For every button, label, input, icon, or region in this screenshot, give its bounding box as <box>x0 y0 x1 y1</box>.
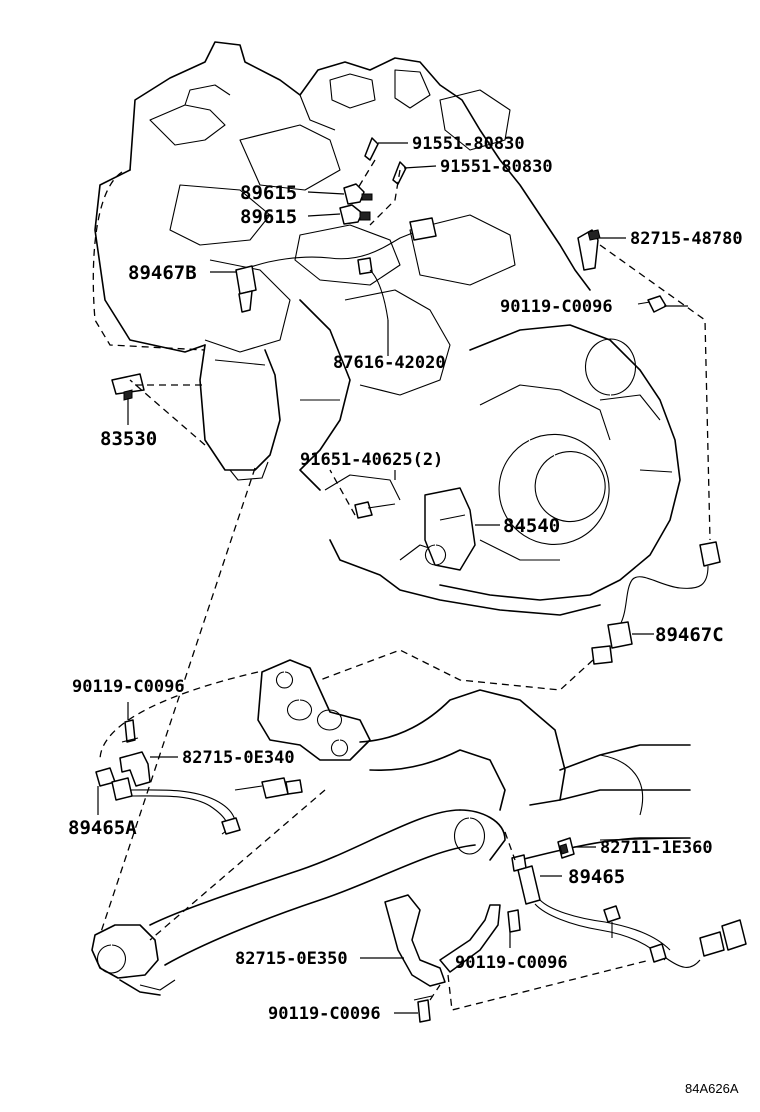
part-82715-0e350-bracket <box>384 894 501 987</box>
part-89465a-sensor <box>95 767 303 835</box>
label-89615-b: 89615 <box>240 206 297 228</box>
label-87616-42020: 87616-42020 <box>333 353 446 373</box>
label-91551-80830-a: 91551-80830 <box>412 134 525 154</box>
label-89467c: 89467C <box>655 624 724 646</box>
part-84540-switch <box>354 487 476 571</box>
part-90119-bolt-top <box>637 295 667 313</box>
label-91551-80830-b: 91551-80830 <box>440 157 553 177</box>
part-90119-bolt-left <box>121 719 139 743</box>
label-82711-1e360: 82711-1E360 <box>600 838 713 858</box>
part-87616-clamp <box>369 269 389 321</box>
part-89615-sensor-a <box>343 183 373 205</box>
part-90119-bolt-mid <box>507 909 521 933</box>
part-90119-bolt-bottom <box>413 995 433 1023</box>
label-89465: 89465 <box>568 866 625 888</box>
part-91551-bolt-a <box>364 137 379 161</box>
label-90119-c0096-bottom: 90119-C0096 <box>268 1004 381 1024</box>
label-89615-a: 89615 <box>240 182 297 204</box>
label-90119-c0096-mid: 90119-C0096 <box>455 953 568 973</box>
part-82711-1e360-nut <box>557 837 575 859</box>
label-83530: 83530 <box>100 428 157 450</box>
label-82715-48780: 82715-48780 <box>630 229 743 249</box>
label-82715-0e340: 82715-0E340 <box>182 748 295 768</box>
exhaust-illustration <box>91 659 691 996</box>
leader-lines <box>97 142 688 1014</box>
label-91651-40625: 91651-40625(2) <box>300 450 443 470</box>
label-90119-c0096-left: 90119-C0096 <box>72 677 185 697</box>
part-89467c-sensor <box>591 541 721 665</box>
label-82715-0e350: 82715-0E350 <box>235 949 348 969</box>
label-89467b: 89467B <box>128 262 197 284</box>
diagram-reference-id: 84A626A <box>685 1081 739 1096</box>
part-89467b-sensor <box>235 217 437 313</box>
reference-lines <box>92 159 711 1011</box>
label-84540: 84540 <box>503 515 560 537</box>
part-82715-0e340-bracket <box>119 751 151 787</box>
part-82715-48780-bracket <box>577 229 601 271</box>
part-89465-sensor <box>511 854 747 968</box>
part-89615-sensor-b <box>339 204 371 225</box>
label-89465a: 89465A <box>68 817 137 839</box>
part-83530-switch <box>111 373 145 401</box>
label-90119-c0096-top: 90119-C0096 <box>500 297 613 317</box>
part-labels: 91551-80830 91551-80830 89615 89615 8271… <box>68 134 743 1096</box>
